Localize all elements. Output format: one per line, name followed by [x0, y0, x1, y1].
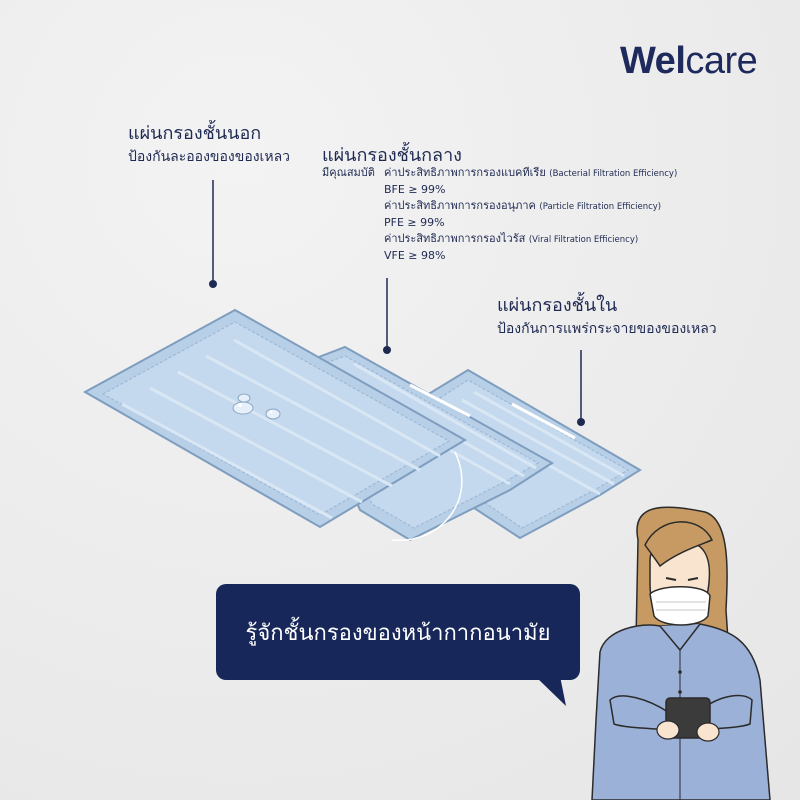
spec-value: VFE ≥ 98% — [384, 249, 446, 262]
spec-name: ค่าประสิทธิภาพการกรองอนุภาค (Particle Fi… — [384, 199, 662, 212]
spec-value: PFE ≥ 99% — [384, 216, 445, 229]
woman-illustration — [591, 506, 771, 800]
spec-row: ค่าประสิทธิภาพการกรองไวรัส (Viral Filtra… — [322, 231, 677, 248]
logo-part-wel: Wel — [620, 40, 686, 82]
speech-bubble: รู้จักชั้นกรองของหน้ากากอนามัย — [216, 584, 580, 680]
spec-value-row: BFE ≥ 99% — [322, 182, 677, 198]
speech-bubble-tail — [535, 676, 566, 706]
inner-layer-subtitle: ป้องกันการแพร่กระจายของของเหลว — [497, 321, 717, 337]
speech-bubble-text: รู้จักชั้นกรองของหน้ากากอนามัย — [245, 620, 551, 646]
outer-layer-pointer — [209, 180, 217, 288]
spec-name: ค่าประสิทธิภาพการกรองไวรัส (Viral Filtra… — [384, 232, 639, 245]
logo-part-care: care — [685, 40, 758, 82]
welcare-logo: Welcare — [620, 40, 758, 83]
spec-row: ค่าประสิทธิภาพการกรองอนุภาค (Particle Fi… — [322, 198, 677, 215]
inner-layer-title: แผ่นกรองชั้นใน — [497, 295, 618, 316]
spec-value-row: PFE ≥ 99% — [322, 215, 677, 231]
outer-layer-subtitle: ป้องกันละอองของของเหลว — [128, 149, 291, 165]
spec-name: ค่าประสิทธิภาพการกรองแบคทีเรีย (Bacteria… — [384, 166, 678, 179]
middle-layer-specs: มีคุณสมบัติ ค่าประสิทธิภาพการกรองแบคทีเร… — [322, 165, 677, 264]
spec-lead: มีคุณสมบัติ — [322, 166, 375, 179]
ear-loop-line — [391, 451, 463, 542]
middle-layer-title: แผ่นกรองชั้นกลาง — [322, 145, 462, 166]
outer-layer-sheet — [82, 308, 467, 529]
inner-layer-pointer — [577, 350, 585, 426]
middle-layer-pointer — [383, 278, 391, 354]
spec-row: มีคุณสมบัติ ค่าประสิทธิภาพการกรองแบคทีเร… — [322, 165, 677, 182]
outer-layer-title: แผ่นกรองชั้นนอก — [128, 123, 262, 144]
spec-value-row: VFE ≥ 98% — [322, 248, 677, 264]
spec-value: BFE ≥ 99% — [384, 183, 446, 196]
